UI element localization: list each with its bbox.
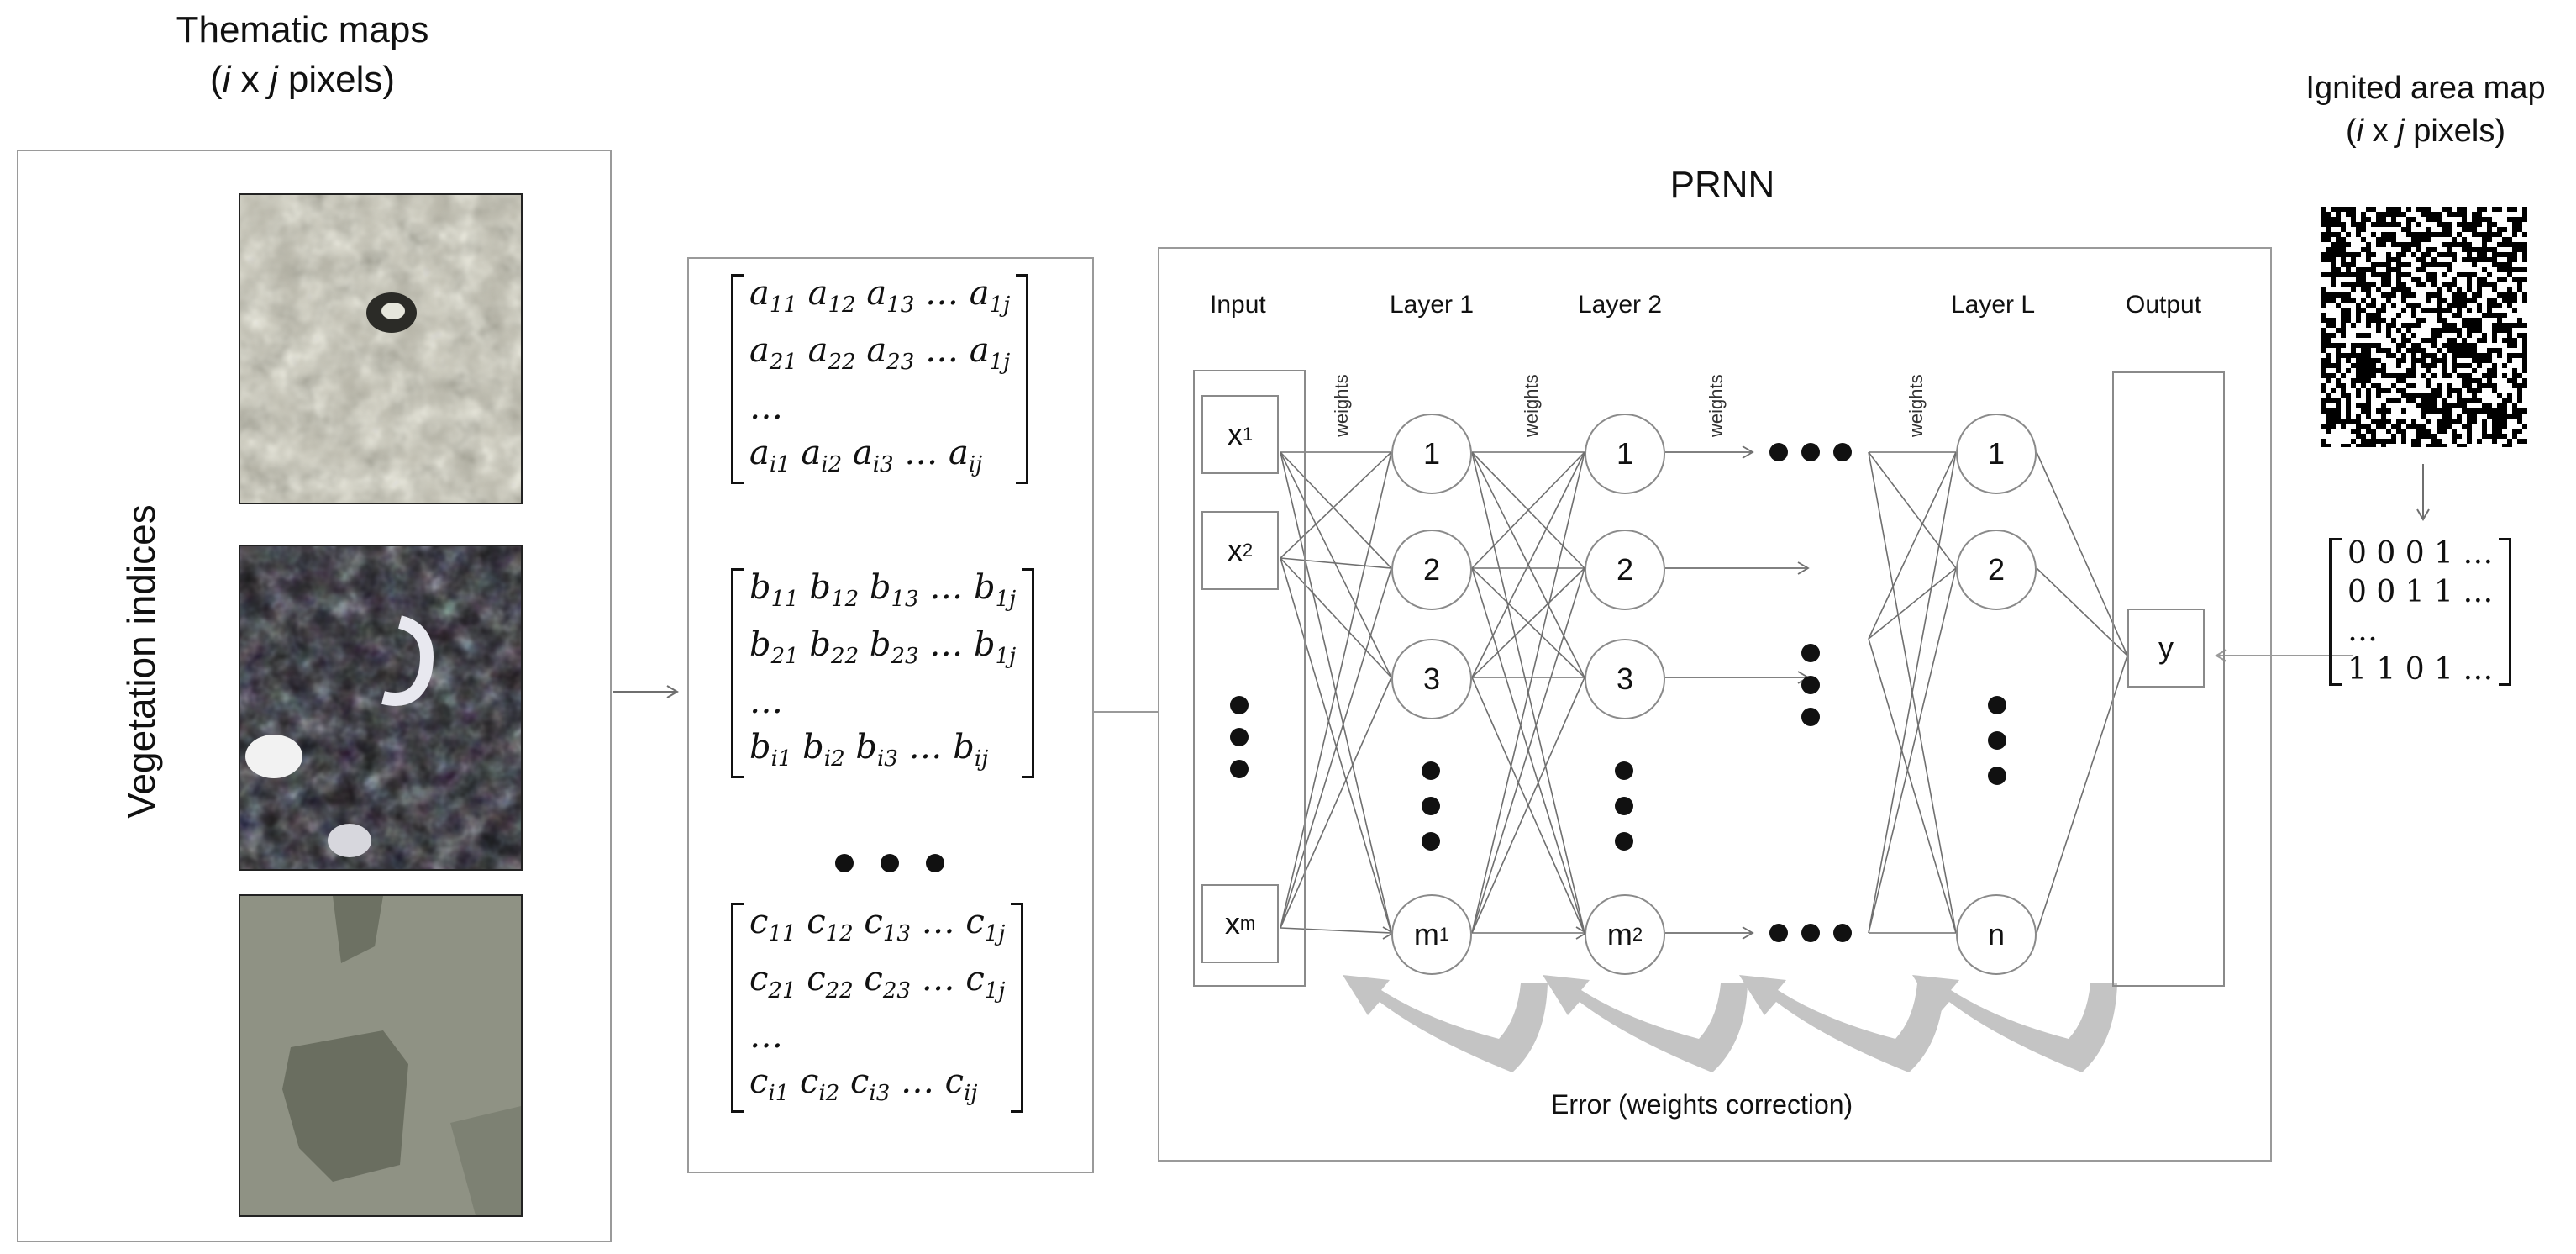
thematic-map-thumbnail-1 [239,193,523,504]
hidden-ellipsis-top-2 [1801,443,1820,461]
input-ellipsis-dot-2 [1230,728,1249,746]
matrix-c-row-4: ci1 ci2 ci3 … cij [749,1062,978,1106]
weights-label-l1-l2: weights [1521,374,1542,437]
ignited-matrix-row-2: 0 0 1 1 … [2347,575,2494,609]
layer1-node-3: 3 [1391,639,1472,719]
matrices-ellipsis-dot-2 [881,854,899,872]
header-layer-2: Layer 2 [1578,291,1663,319]
layer1-ellipsis-dot-1 [1422,761,1440,780]
hidden-ellipsis-top-3 [1833,443,1852,461]
error-label: Error (weights correction) [1551,1089,1853,1120]
ignited-area-map-image [2321,207,2527,447]
thematic-map-thumbnail-2 [239,545,523,871]
feedback-arrow-1 [1343,975,1548,1072]
layer2-ellipsis-dot-1 [1615,761,1633,780]
layer2-ellipsis-dot-3 [1615,832,1633,851]
hidden-ellipsis-bottom-3 [1833,924,1852,942]
thematic-map-thumbnail-3 [239,894,523,1217]
matrices-ellipsis-dot-1 [835,854,854,872]
hidden-ellipsis-bottom-2 [1801,924,1820,942]
matrix-a: a11 a12 a13 … a1j a21 a22 a23 … a1j … ai… [731,271,1029,487]
matrix-c-row-3: … [749,1017,783,1056]
feedback-arrow-2 [1543,975,1748,1072]
feedback-arrow-4 [1912,975,2117,1072]
matrix-c-row-2: c21 c22 c23 … c1j [749,960,1006,1004]
matrix-c: c11 c12 c13 … c1j c21 c22 c23 … c1j … ci… [731,899,1024,1116]
layer1-ellipsis-dot-3 [1422,832,1440,851]
hidden-ellipsis-bottom-1 [1769,924,1788,942]
hidden-ellipsis-mid-2 [1801,676,1820,694]
hidden-ellipsis-mid-3 [1801,708,1820,726]
layerl-ellipsis-dot-1 [1988,696,2006,714]
input-ellipsis-dot-1 [1230,696,1249,714]
layer2-node-3: 3 [1585,639,1665,719]
ignited-area-title: Ignited area map (i x j pixels) [2275,67,2576,154]
matrix-c-row-1: c11 c12 c13 … c1j [749,903,1006,946]
ignited-matrix-row-4: 1 1 0 1 … [2347,652,2494,687]
ignited-area-title-line1: Ignited area map [2305,71,2546,106]
output-node-y: y [2127,609,2205,688]
layer2-ellipsis-dot-2 [1615,797,1633,815]
layer2-node-2: 2 [1585,530,1665,610]
arrow-maps-to-matrices [613,685,679,698]
layerl-node-n: n [1956,894,2037,975]
layerl-node-2: 2 [1956,530,2037,610]
feedback-arrow-3 [1739,975,1944,1072]
ignited-matrix-row-1: 0 0 0 1 … [2347,536,2494,571]
matrix-a-row-4: ai1 ai2 ai3 … aij [749,434,983,477]
weights-label-input-l1: weights [1331,374,1352,437]
header-output: Output [2126,291,2202,319]
matrix-b: b11 b12 b13 … b1j b21 b22 b23 … b1j … bi… [731,565,1035,782]
header-layer-l: Layer L [1951,291,2036,319]
hidden-ellipsis-top-1 [1769,443,1788,461]
header-input: Input [1210,291,1266,319]
layer1-node-1: 1 [1391,414,1472,494]
output-column-frame [2112,371,2225,987]
layerl-node-1: 1 [1956,414,2037,494]
thematic-maps-title-line2: (i x j pixels) [209,59,396,101]
weights-label-l2-next: weights [1706,374,1727,437]
matrix-b-row-1: b11 b12 b13 … b1j [749,568,1017,612]
ignited-area-title-line2: (i x j pixels) [2345,113,2506,150]
weights-label-to-layer-l: weights [1906,374,1927,437]
input-column-frame [1193,370,1306,987]
thematic-maps-title: Thematic maps (i x j pixels) [126,5,479,105]
matrix-a-row-1: a11 a12 a13 … a1j [749,274,1011,318]
matrix-b-row-4: bi1 bi2 bi3 … bij [749,728,989,772]
matrix-a-row-3: … [749,388,783,427]
prnn-title: PRNN [1669,164,1775,205]
header-layer-1: Layer 1 [1390,291,1475,319]
layer1-node-2: 2 [1391,530,1472,610]
input-ellipsis-dot-3 [1230,760,1249,778]
matrix-b-row-2: b21 b22 b23 … b1j [749,625,1017,669]
matrix-b-row-3: … [749,682,783,721]
layerl-ellipsis-dot-3 [1988,767,2006,785]
matrix-a-row-2: a21 a22 a23 … a1j [749,331,1011,375]
thematic-maps-title-line1: Thematic maps [176,9,429,50]
matrices-ellipsis-dot-3 [926,854,944,872]
hidden-ellipsis-mid-1 [1801,644,1820,662]
ignited-matrix-row-3: … [2347,614,2378,648]
layer1-ellipsis-dot-2 [1422,797,1440,815]
layer2-node-1: 1 [1585,414,1665,494]
layerl-ellipsis-dot-2 [1988,731,2006,750]
ignited-matrix: 0 0 0 1 … 0 0 1 1 … … 1 1 0 1 … [2329,535,2512,689]
